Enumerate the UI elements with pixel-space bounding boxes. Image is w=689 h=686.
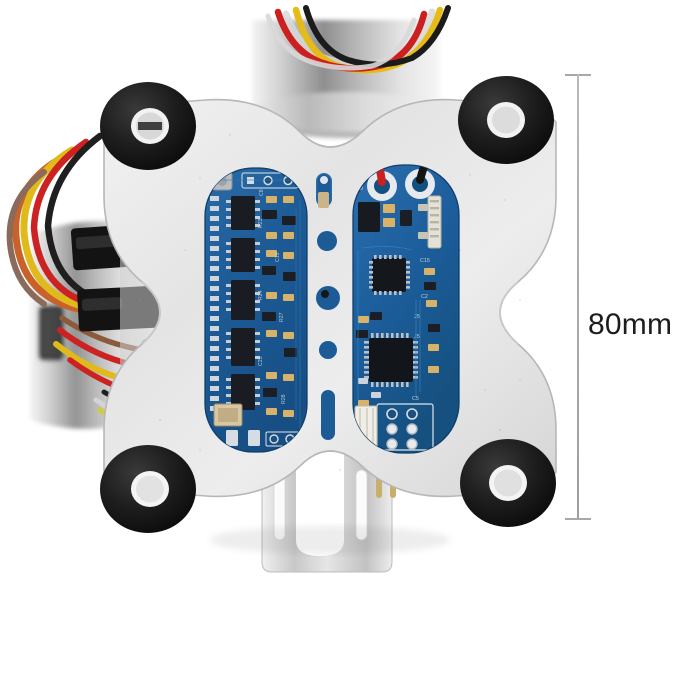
svg-text:R28: R28	[281, 394, 287, 404]
pcb-left: R23 C13 R24 R27 C25 R28 C8	[204, 167, 308, 453]
damper-bottom-right	[460, 439, 556, 527]
soft-shadow	[210, 526, 450, 554]
svg-text:C15: C15	[420, 258, 430, 264]
svg-text:R27: R27	[279, 312, 285, 322]
center-vent-holes	[316, 173, 340, 440]
dimension-tick-bottom	[565, 518, 591, 520]
damper-bottom-left	[100, 445, 196, 533]
dimension-line	[577, 74, 579, 520]
damper-top-right	[458, 76, 554, 164]
svg-text:C13: C13	[275, 252, 281, 262]
dimension-label: 80mm	[588, 308, 673, 341]
wire-harness-top	[265, 5, 451, 74]
svg-text:R24: R24	[258, 290, 264, 300]
svg-text:C8: C8	[259, 189, 265, 196]
svg-text:J5: J5	[414, 314, 420, 320]
svg-text:R23: R23	[258, 218, 264, 228]
svg-text:9: 9	[360, 186, 363, 192]
svg-text:C2: C2	[421, 294, 428, 300]
damper-top-left	[100, 82, 196, 170]
svg-text:C5: C5	[412, 396, 419, 402]
svg-text:J5: J5	[414, 334, 420, 340]
svg-text:C25: C25	[258, 356, 264, 366]
